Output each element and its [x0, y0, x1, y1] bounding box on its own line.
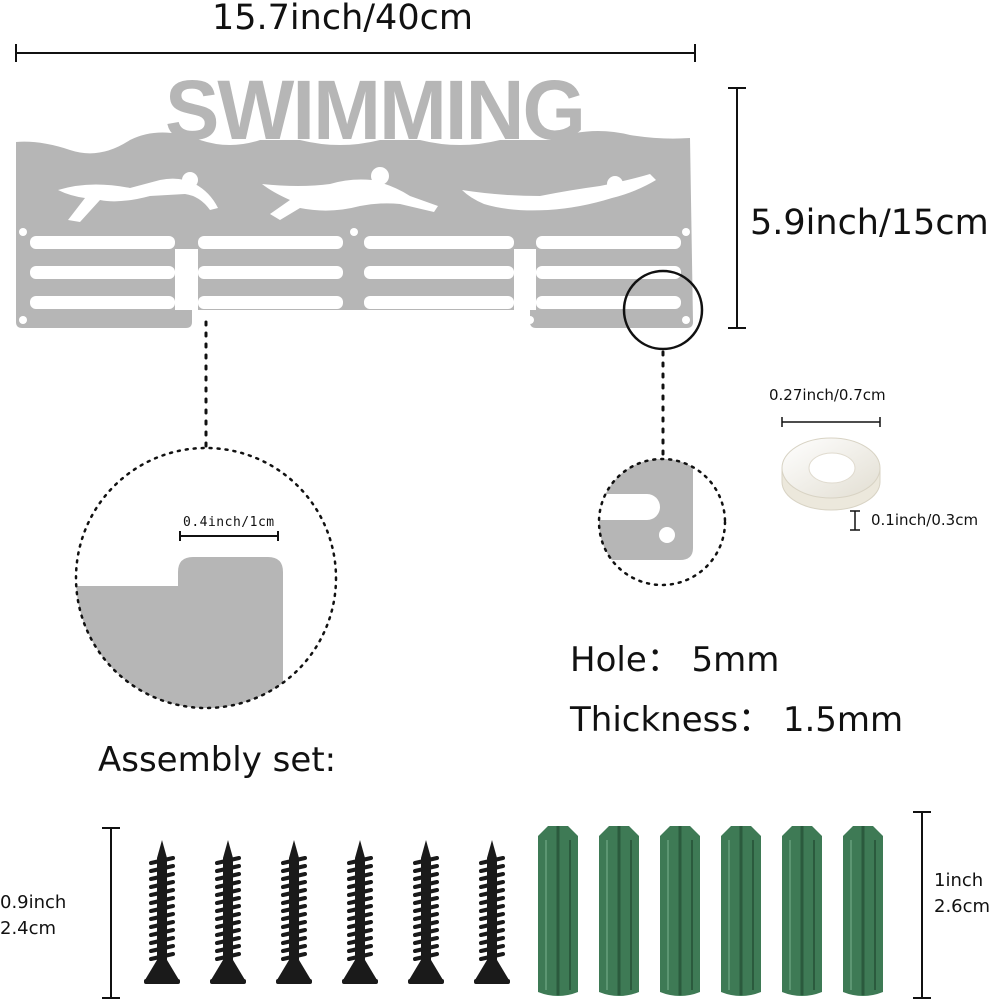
- screw-length-label: 0.9inch 2.4cm: [0, 892, 67, 939]
- wall-anchor-icon: [721, 826, 761, 996]
- hole-size-spec: Hole： 5mm: [570, 640, 780, 680]
- screw-icon: [276, 840, 312, 984]
- swimmer-icons: [58, 167, 656, 222]
- hanger-title: SWIMMING: [165, 63, 586, 157]
- screw-length-dimension: [102, 827, 120, 999]
- anchor-length-dimension: [913, 811, 931, 999]
- spacer-thickness-label: 0.1inch/0.3cm: [871, 511, 979, 529]
- wall-anchor-icon: [843, 826, 883, 996]
- screw-icon: [342, 840, 378, 984]
- screw-icon: [210, 840, 246, 984]
- screw-icon: [474, 840, 510, 984]
- zoom-detail-corner: [74, 446, 338, 710]
- height-dimension-line: [728, 87, 746, 329]
- width-dimension-line: [15, 44, 696, 62]
- assembly-set-title: Assembly set:: [98, 740, 337, 780]
- spacer-width-label: 0.27inch/0.7cm: [769, 386, 886, 404]
- wall-anchor-icon: [660, 826, 700, 996]
- zoom-detail-hole: [597, 457, 727, 587]
- thickness-spec: Thickness： 1.5mm: [570, 700, 904, 740]
- wall-anchor-set: [538, 826, 883, 996]
- spacer-ring: [781, 417, 881, 531]
- medal-hanger-plate: [16, 131, 693, 328]
- wall-anchor-icon: [782, 826, 822, 996]
- height-label: 5.9inch/15cm: [750, 203, 989, 243]
- screw-set: [144, 840, 510, 984]
- screw-icon: [408, 840, 444, 984]
- screw-icon: [144, 840, 180, 984]
- zoom-circle-right-marker: [204, 269, 704, 460]
- slot-gap-label: 0.4inch/1cm: [183, 515, 275, 530]
- wall-anchor-icon: [599, 826, 639, 996]
- wall-anchor-icon: [538, 826, 578, 996]
- anchor-length-label: 1inch 2.6cm: [934, 870, 991, 917]
- width-label: 15.7inch/40cm: [212, 0, 473, 38]
